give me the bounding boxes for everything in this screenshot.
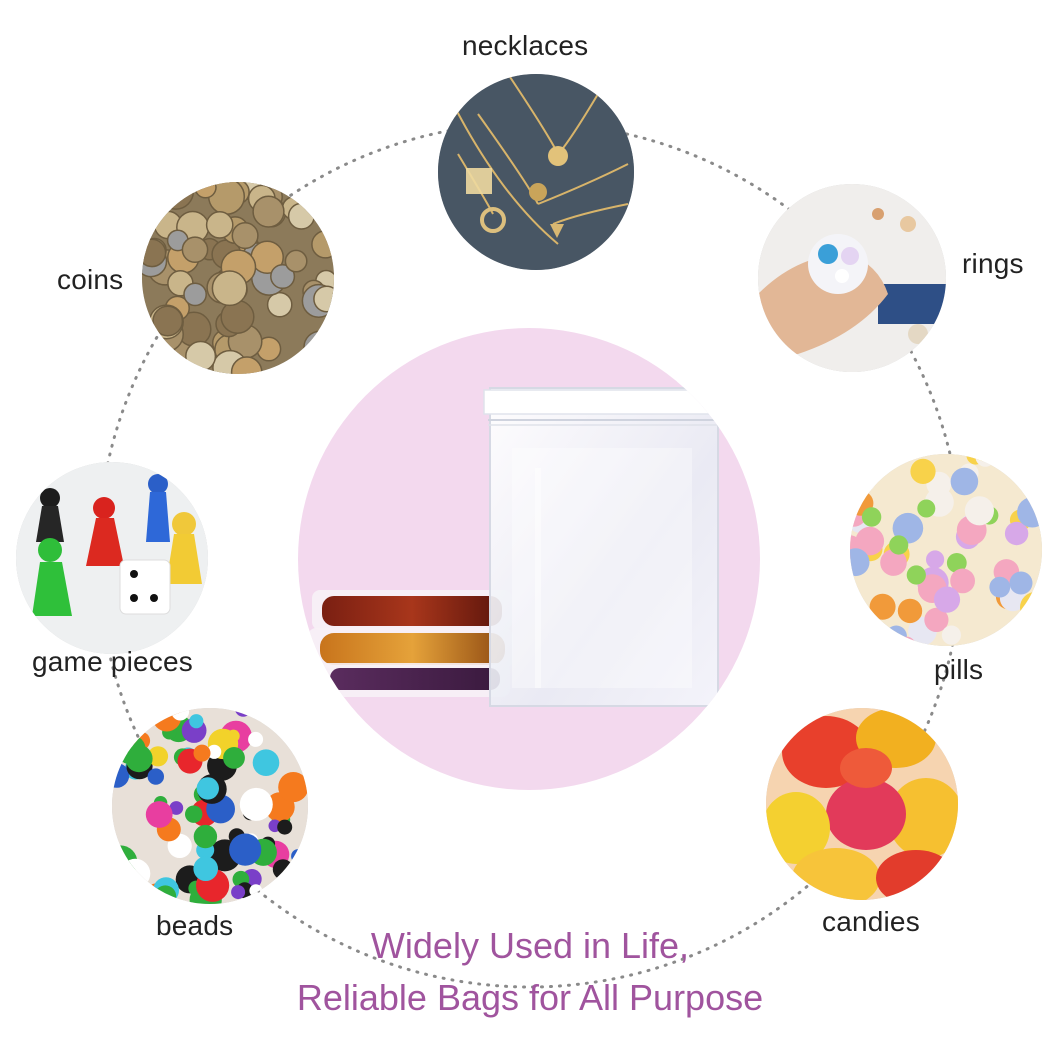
candies-image bbox=[766, 708, 958, 900]
center-product-image bbox=[298, 328, 760, 790]
game-pieces-image bbox=[16, 462, 208, 654]
label-candies: candies bbox=[822, 906, 920, 937]
clear-bag bbox=[483, 387, 723, 707]
coins-image bbox=[142, 182, 334, 374]
caption-line-2: Reliable Bags for All Purpose bbox=[296, 977, 764, 1018]
label-pills: pills bbox=[934, 654, 984, 685]
caption-line-1: Widely Used in Life, bbox=[370, 925, 690, 966]
label-beads: beads bbox=[156, 910, 234, 941]
label-necklaces: necklaces bbox=[462, 30, 589, 61]
label-game-pieces: game pieces bbox=[32, 646, 193, 677]
necklaces-image bbox=[438, 74, 634, 270]
label-coins: coins bbox=[57, 264, 124, 295]
label-rings: rings bbox=[962, 248, 1024, 279]
beads-image bbox=[112, 708, 308, 904]
pills-image bbox=[850, 454, 1042, 646]
filled-bags bbox=[308, 590, 513, 697]
rings-image bbox=[758, 184, 946, 372]
